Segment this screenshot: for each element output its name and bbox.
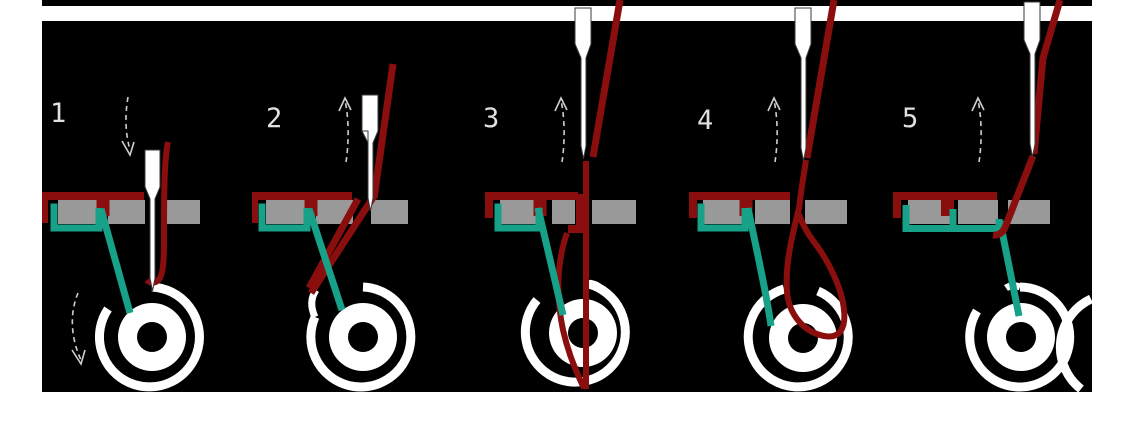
panel-5-drawing — [893, 0, 1092, 393]
up-arrow-head-icon — [338, 96, 352, 112]
next-frame-race-edge — [1055, 294, 1092, 393]
up-arrow-head-icon — [767, 96, 781, 112]
needle-thread-loop — [783, 207, 848, 340]
fabric-block — [266, 200, 308, 224]
hook-race — [306, 282, 416, 392]
fabric-block — [108, 200, 145, 224]
hook-race — [520, 279, 630, 387]
needle-thread-knot — [992, 154, 1037, 239]
needle — [794, 7, 812, 162]
needle — [1023, 1, 1041, 158]
needle-thread — [589, 0, 624, 158]
up-arrow-icon — [560, 99, 565, 163]
bobbin-thread-under — [50, 203, 103, 232]
fabric-block — [703, 200, 743, 224]
needle-thread-loop — [305, 197, 362, 290]
bobbin-thread — [305, 207, 346, 312]
needle-thread-top — [893, 192, 997, 218]
panel-1: 1 — [42, 0, 252, 400]
needle-thread — [370, 63, 397, 199]
needle-thread-hole — [796, 159, 809, 211]
panel-5: 5 — [882, 0, 1092, 400]
needle-thread-loop — [308, 194, 377, 295]
fabric-block — [58, 200, 100, 224]
needle-thread — [1030, 0, 1064, 155]
up-arrow-icon — [344, 99, 349, 163]
fabric-block — [371, 200, 408, 224]
bobbin-hole — [1006, 322, 1036, 352]
panel-number: 2 — [266, 103, 283, 134]
fabric-block — [500, 200, 540, 224]
needle-thread — [803, 0, 838, 159]
needle — [144, 149, 161, 292]
bobbin-thread — [996, 220, 1023, 317]
fabric-block — [552, 200, 575, 224]
bobbin-thread — [534, 207, 567, 316]
filmstrip-top-bar — [42, 0, 1092, 6]
panel-1-drawing — [42, 96, 204, 392]
fabric-block — [805, 200, 847, 224]
down-arrow-icon — [125, 96, 131, 151]
panel-number: 1 — [50, 98, 67, 129]
bobbin-thread — [97, 208, 134, 314]
down-arrow-head-icon — [121, 140, 135, 158]
bobbin-hole — [348, 322, 378, 352]
bobbin-thread-under — [697, 203, 749, 232]
needle-thread-hole — [568, 194, 584, 233]
needle-thread-loop — [555, 231, 587, 390]
needle — [574, 7, 592, 160]
rotation-arrow-head-icon — [71, 349, 86, 366]
bobbin-thread-under — [258, 203, 311, 232]
panel-number: 5 — [902, 103, 919, 134]
panel-4-drawing — [689, 0, 853, 392]
panel-2-drawing — [252, 63, 416, 392]
fabric-block — [755, 200, 790, 224]
panel-2: 2 — [252, 0, 462, 400]
panel-3-drawing — [485, 0, 636, 390]
up-arrow-icon — [773, 99, 778, 163]
hook-race — [94, 282, 204, 392]
up-arrow-head-icon — [971, 96, 985, 112]
rotation-arrow-icon — [71, 292, 82, 361]
panel-number: 4 — [697, 105, 714, 136]
hook-race — [965, 282, 1075, 392]
fabric-block — [592, 200, 636, 224]
bobbin-hole — [137, 322, 167, 352]
fabric-block — [163, 200, 200, 224]
panel-3: 3 — [462, 0, 672, 400]
panel-4: 4 — [672, 0, 882, 400]
bobbin-thread — [744, 207, 775, 327]
fabric-block — [958, 200, 998, 224]
panel-number: 3 — [483, 103, 500, 134]
needle — [361, 94, 379, 212]
hook-point — [588, 280, 606, 294]
up-arrow-head-icon — [554, 96, 568, 112]
up-arrow-icon — [977, 99, 982, 163]
